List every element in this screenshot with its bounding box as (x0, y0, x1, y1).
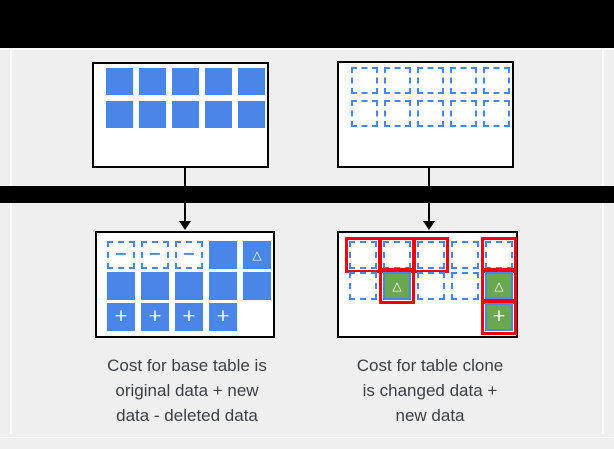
arrow-head-icon (423, 221, 435, 230)
green-plus-red-cell: + (481, 299, 517, 335)
right-guide-line (602, 49, 604, 434)
dashed-cell (451, 241, 479, 269)
solid-cell (175, 272, 203, 300)
left-guide-line (10, 49, 12, 434)
dashed-cell (417, 100, 444, 127)
dashed-cell (351, 100, 378, 127)
triangle-icon: △ (392, 279, 402, 293)
table-clone-before-grid (351, 67, 512, 127)
dashed-cell (349, 272, 377, 300)
dashed-cell (417, 67, 444, 94)
plus-icon: + (181, 306, 197, 326)
dashed-cell (450, 100, 477, 127)
dashed-cell (384, 100, 411, 127)
solid-cell (139, 68, 166, 95)
middle-divider-bar (0, 186, 614, 203)
plus-icon: + (147, 306, 163, 326)
minus-icon: − (114, 244, 128, 263)
solid-cell (172, 101, 199, 128)
solid-plus-cell: + (175, 303, 203, 331)
green-triangle-red-cell: △ (481, 268, 517, 304)
caption-line: Cost for base table is (107, 356, 267, 375)
base-table-after-grid: − − − △ + + + + (107, 241, 273, 331)
clone-cost-caption: Cost for table clone is changed data + n… (315, 353, 545, 428)
dashed-minus-cell: − (141, 241, 169, 269)
plus-icon: + (491, 306, 507, 326)
dashed-red-cell (379, 237, 415, 273)
dashed-minus-cell: − (175, 241, 203, 269)
caption-line: Cost for table clone (356, 356, 504, 375)
solid-cell (205, 68, 232, 95)
dashed-red-cell (413, 237, 449, 273)
base-table-before-grid (106, 68, 267, 128)
table-clone-before-box (337, 61, 514, 168)
dashed-cell (483, 67, 510, 94)
dashed-cell (351, 67, 378, 94)
plus-icon: + (113, 306, 129, 326)
solid-cell (209, 241, 237, 269)
arrow-head-icon (179, 221, 191, 230)
solid-cell (141, 272, 169, 300)
minus-icon: − (148, 244, 162, 263)
minus-icon: − (182, 244, 196, 263)
caption-line: is changed data + (362, 381, 498, 400)
solid-triangle-cell: △ (243, 241, 271, 269)
solid-cell (238, 68, 265, 95)
solid-cell (106, 68, 133, 95)
dashed-cell (384, 67, 411, 94)
solid-plus-cell: + (209, 303, 237, 331)
dashed-red-cell (345, 237, 381, 273)
base-table-after-box: − − − △ + + + + (95, 231, 275, 338)
base-table-before-box (92, 62, 269, 168)
green-triangle-red-cell: △ (379, 268, 415, 304)
solid-cell (172, 68, 199, 95)
dashed-red-cell (481, 237, 517, 273)
solid-cell (107, 272, 135, 300)
dashed-minus-cell: − (107, 241, 135, 269)
table-clone-after-grid: △ △ + (345, 237, 517, 335)
bottom-hairline (0, 437, 614, 438)
top-divider-bar (0, 0, 614, 48)
solid-cell (238, 101, 265, 128)
triangle-icon: △ (494, 279, 504, 293)
plus-icon: + (215, 306, 231, 326)
triangle-icon: △ (252, 248, 262, 262)
dashed-cell (451, 272, 479, 300)
top-bar-hairline (0, 48, 614, 50)
solid-plus-cell: + (141, 303, 169, 331)
caption-line: data - deleted data (116, 406, 258, 425)
dashed-cell (483, 100, 510, 127)
solid-cell (209, 272, 237, 300)
caption-line: new data (395, 406, 465, 425)
solid-cell (139, 101, 166, 128)
dashed-cell (450, 67, 477, 94)
solid-plus-cell: + (107, 303, 135, 331)
solid-cell (106, 101, 133, 128)
dashed-cell (417, 272, 445, 300)
solid-cell (205, 101, 232, 128)
base-table-cost-caption: Cost for base table is original data + n… (72, 353, 302, 428)
table-clone-after-box: △ △ + (337, 231, 518, 338)
solid-cell (243, 272, 271, 300)
caption-line: original data + new (115, 381, 259, 400)
